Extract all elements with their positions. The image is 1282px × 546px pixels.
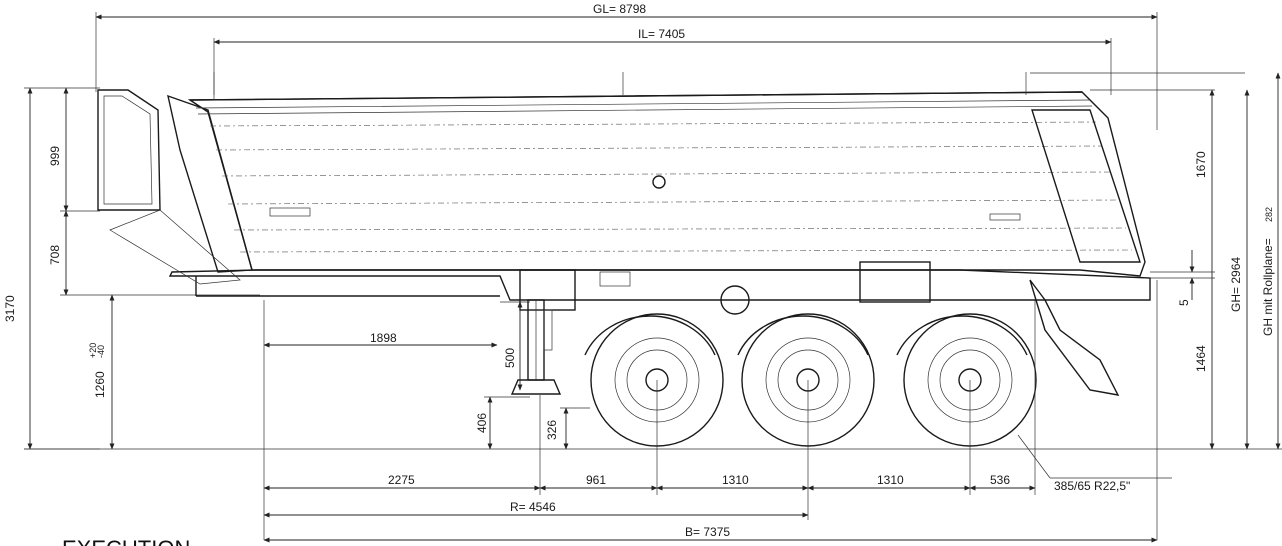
h999-label: 999 bbox=[48, 146, 62, 166]
dimension-left-heights: 3170 999 708 1260 +20 -40 bbox=[3, 87, 260, 450]
d536-label: 536 bbox=[990, 473, 1010, 487]
d2275-label: 2275 bbox=[388, 473, 415, 487]
gl-label: GL= 8798 bbox=[593, 2, 646, 16]
d326-label: 326 bbox=[545, 420, 559, 440]
d500-label: 500 bbox=[503, 348, 517, 368]
dimension-326: 326 bbox=[545, 407, 590, 450]
h1670-label: 1670 bbox=[1194, 151, 1208, 178]
il-label: IL= 7405 bbox=[638, 27, 685, 41]
tol-minus: -40 bbox=[96, 345, 106, 358]
tol-plus: +20 bbox=[88, 343, 98, 358]
dimension-axles: 2275 961 1310 1310 536 R= 4546 B= 7375 bbox=[263, 280, 1158, 543]
h1260-label: 1260 bbox=[93, 371, 107, 398]
gh-roll-label: GH mit Rollplane= bbox=[1261, 238, 1275, 336]
execution-label: EXECUTION bbox=[62, 536, 190, 546]
landing-gear bbox=[510, 299, 562, 395]
wheel-1 bbox=[584, 313, 724, 447]
d1310a-label: 1310 bbox=[722, 473, 749, 487]
h3170-label: 3170 bbox=[3, 295, 17, 322]
tire-label: 385/65 R22,5" bbox=[1054, 479, 1130, 493]
tire-callout: 385/65 R22,5" bbox=[1017, 434, 1172, 493]
d1898-label: 1898 bbox=[370, 331, 397, 345]
d1310b-label: 1310 bbox=[877, 473, 904, 487]
dimension-406: 406 bbox=[475, 396, 530, 450]
d406-label: 406 bbox=[475, 413, 489, 433]
dimension-500: 500 bbox=[500, 301, 530, 391]
dimension-1898: 1898 bbox=[263, 300, 498, 540]
b7375-label: B= 7375 bbox=[685, 525, 730, 539]
dimension-gl: GL= 8798 bbox=[95, 2, 1158, 130]
r4546-label: R= 4546 bbox=[510, 500, 556, 514]
h708-label: 708 bbox=[48, 245, 62, 265]
h1464-label: 1464 bbox=[1194, 345, 1208, 372]
wheel-2 bbox=[737, 313, 875, 447]
chassis bbox=[109, 209, 1151, 396]
tipper-body bbox=[97, 72, 1146, 277]
gh-roll-value: 282 bbox=[1264, 207, 1274, 222]
gh-label: GH= 2964 bbox=[1229, 257, 1243, 312]
h5-label: 5 bbox=[1177, 299, 1191, 306]
wheel-3 bbox=[896, 313, 1037, 447]
d961-label: 961 bbox=[586, 473, 606, 487]
dimension-right-heights: 1670 1464 5 GH= 2964 GH mit Rollplane= 2… bbox=[1030, 72, 1281, 450]
dimension-il: IL= 7405 bbox=[213, 27, 1112, 95]
